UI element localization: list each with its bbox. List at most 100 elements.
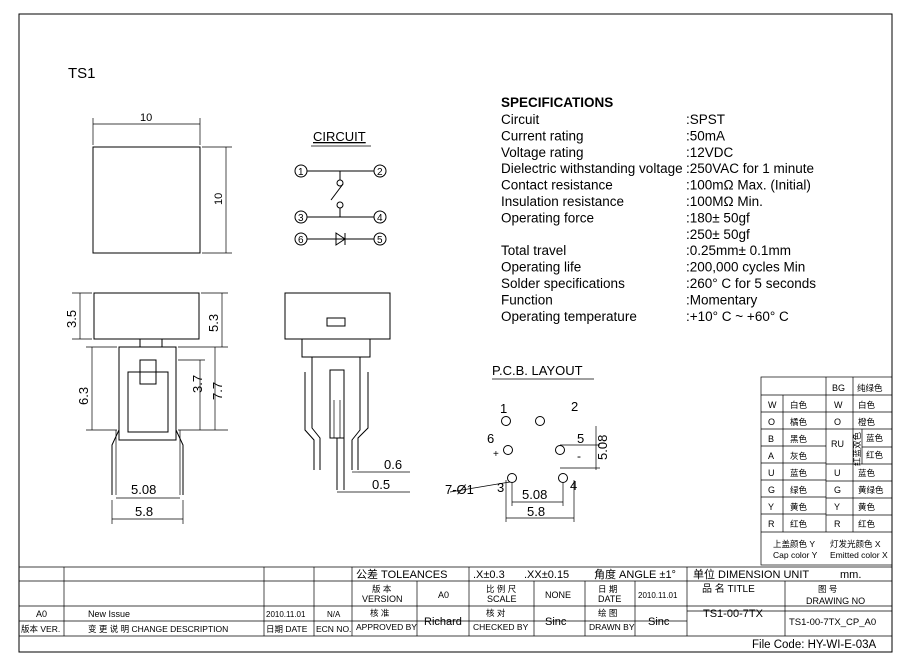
svg-text:核 准: 核 准 [370, 608, 390, 618]
color-code: O [834, 417, 841, 427]
svg-text:1: 1 [298, 167, 304, 178]
svg-text:Cap color Y: Cap color Y [773, 550, 818, 560]
spec-label: Total travel [501, 243, 566, 258]
top-view: 10 10 [92, 112, 232, 254]
svg-text:版本 VER.: 版本 VER. [21, 624, 60, 634]
color-name: 蓝色 [790, 468, 808, 478]
color-code: A [768, 451, 774, 461]
color-name: 蓝色 [858, 468, 876, 478]
svg-text:日期 DATE: 日期 DATE [266, 624, 308, 634]
top-height-label: 10 [213, 193, 225, 205]
svg-text:Emitted color X: Emitted color X [830, 550, 888, 560]
spec-value: :250± 50gf [686, 227, 750, 242]
end-view: 0.6 0.5 [284, 292, 410, 493]
side-view: 3.5 6.3 5.3 7.7 3.7 5.08 5.8 [64, 292, 228, 524]
svg-text:品 名 TITLE: 品 名 TITLE [702, 582, 755, 595]
color-name: 黑色 [790, 434, 808, 444]
svg-text:SCALE: SCALE [487, 594, 517, 604]
svg-text:DRAWING NO: DRAWING NO [806, 596, 865, 606]
svg-text:比 例 尺: 比 例 尺 [486, 584, 517, 594]
svg-text:3: 3 [497, 480, 504, 495]
spec-label: Contact resistance [501, 178, 613, 193]
svg-text:单位 DIMENSION UNIT: 单位 DIMENSION UNIT [693, 567, 809, 581]
spec-value: :+10° C ~ +60° C [686, 309, 789, 324]
svg-text:核 对: 核 对 [486, 608, 506, 618]
svg-text:A0: A0 [438, 590, 449, 600]
color-code: U [768, 468, 775, 478]
color-name: 红色 [858, 519, 876, 529]
spec-label: Function [501, 292, 553, 307]
spec-value: :180± 50gf [686, 210, 750, 225]
svg-text:灯发光颜色 X: 灯发光颜色 X [830, 539, 881, 549]
svg-text:Richard: Richard [424, 616, 462, 628]
svg-text:2: 2 [377, 167, 383, 178]
spec-label: Current rating [501, 128, 584, 143]
svg-text:mm.: mm. [840, 569, 861, 581]
svg-text:+: + [493, 449, 499, 460]
pcb-layout: P.C.B. LAYOUT 1 2 6 5 + - 4 3 7-Ø1 5.08 … [445, 363, 610, 522]
file-code: File Code: HY-WI-E-03A [752, 639, 877, 651]
svg-text:6: 6 [487, 431, 494, 446]
svg-text:3: 3 [298, 213, 304, 224]
svg-text:上盖颜色 Y: 上盖颜色 Y [773, 539, 815, 549]
color-code: W [768, 400, 777, 410]
color-code: G [768, 485, 775, 495]
svg-text:日 期: 日 期 [598, 584, 617, 594]
svg-text:TS1-00-7TX: TS1-00-7TX [703, 608, 764, 620]
spec-value: :Momentary [686, 292, 758, 307]
spec-value: :100MΩ Min. [686, 194, 763, 209]
svg-text:3.7: 3.7 [190, 375, 205, 393]
color-name: 红色 [790, 519, 808, 529]
spec-label: Dielectric withstanding voltage [501, 161, 683, 176]
svg-text:3.5: 3.5 [64, 310, 79, 328]
svg-text:5.8: 5.8 [135, 504, 153, 519]
color-code: O [768, 417, 775, 427]
svg-text:.X±0.3: .X±0.3 [473, 569, 505, 581]
spec-value: :SPST [686, 112, 725, 127]
spec-value: :250VAC for 1 minute [686, 161, 814, 176]
spec-value: :200,000 cycles Min [686, 260, 805, 275]
svg-text:5.3: 5.3 [206, 314, 221, 332]
color-code: RU [831, 439, 844, 449]
svg-text:图 号: 图 号 [818, 584, 837, 594]
color-name: 红蓝双色 [852, 431, 862, 466]
color-name: 红色 [866, 450, 884, 460]
svg-text:DATE: DATE [598, 594, 621, 604]
svg-text:N/A: N/A [327, 610, 341, 619]
svg-text:0.6: 0.6 [384, 457, 402, 472]
svg-text:6: 6 [298, 235, 304, 246]
svg-text:纯绿色: 纯绿色 [857, 383, 883, 393]
svg-text:A0: A0 [36, 609, 47, 619]
spec-value: :12VDC [686, 145, 734, 160]
svg-text:-: - [577, 449, 581, 463]
spec-label: Circuit [501, 112, 540, 127]
svg-text:5.8: 5.8 [527, 504, 545, 519]
svg-text:New Issue: New Issue [88, 609, 130, 619]
spec-value: :260° C for 5 seconds [686, 276, 816, 291]
spec-label: Operating temperature [501, 309, 637, 324]
svg-text:5: 5 [377, 235, 383, 246]
color-name: 橘色 [790, 417, 808, 427]
svg-text:5.08: 5.08 [131, 482, 156, 497]
circuit-diagram: CIRCUIT 1 2 3 4 6 5 [294, 129, 387, 246]
svg-text:BG: BG [832, 383, 845, 393]
color-code: R [768, 519, 775, 529]
svg-text:1: 1 [500, 401, 507, 416]
svg-text:Sinc: Sinc [545, 616, 567, 628]
svg-text:DRAWN BY: DRAWN BY [589, 622, 635, 632]
spec-label: Solder specifications [501, 276, 625, 291]
color-code: Y [834, 502, 840, 512]
svg-text:5.08: 5.08 [522, 487, 547, 502]
spec-value: :0.25mm± 0.1mm [686, 243, 791, 258]
color-name: 橙色 [858, 417, 876, 427]
svg-text:5.08: 5.08 [595, 435, 610, 460]
svg-text:Sinc: Sinc [648, 616, 670, 628]
svg-text:角度 ANGLE ±1°: 角度 ANGLE ±1° [594, 567, 676, 581]
color-code: W [834, 400, 843, 410]
svg-text:版 本: 版 本 [372, 584, 392, 594]
color-name: 白色 [858, 400, 876, 410]
svg-text:APPROVED BY: APPROVED BY [356, 622, 417, 632]
